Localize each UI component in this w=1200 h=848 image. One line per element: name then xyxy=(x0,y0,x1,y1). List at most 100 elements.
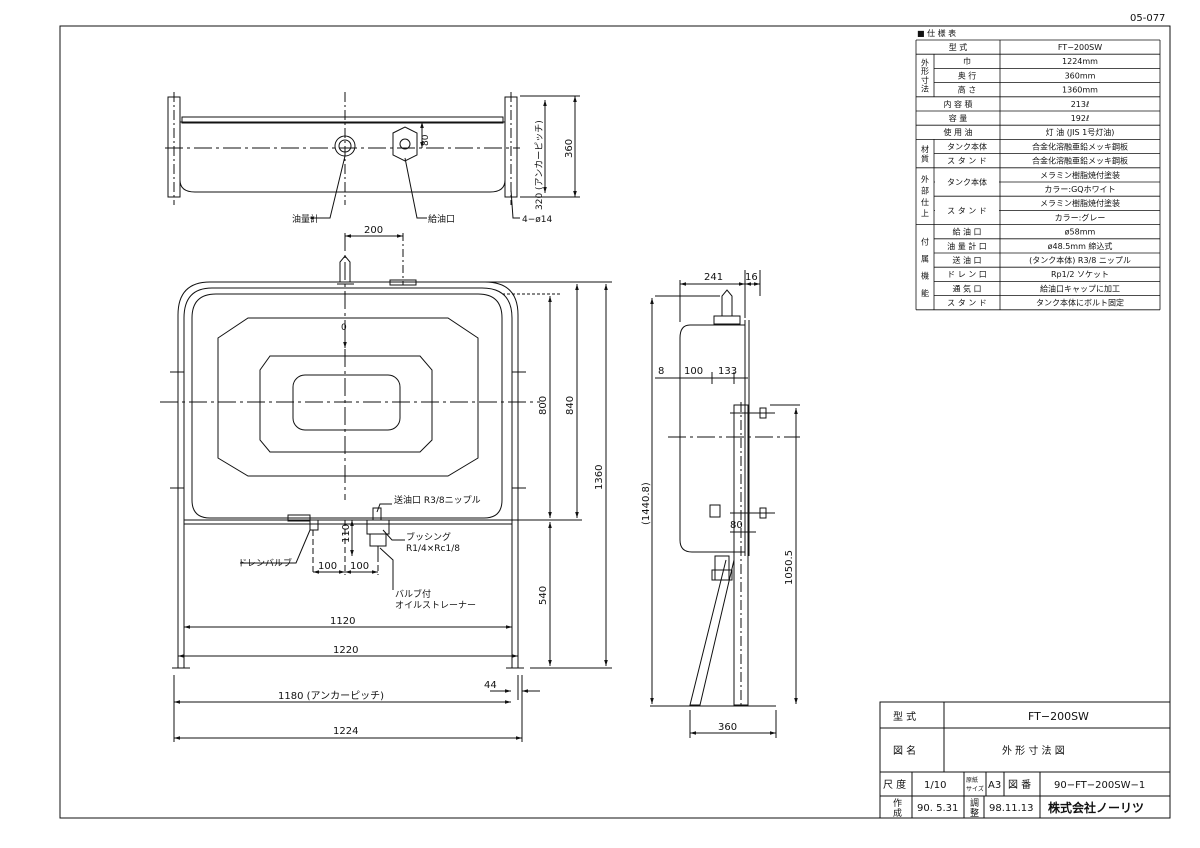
tb-number-label: 図 番 xyxy=(1008,779,1031,791)
spec-value: 213ℓ xyxy=(1071,100,1090,109)
spec-group-char: 寸 xyxy=(921,75,929,85)
side-dim-360: 360 xyxy=(718,722,737,733)
title-block xyxy=(880,702,1170,818)
spec-group-char: 部 xyxy=(921,186,929,196)
front-dim-1180: 1180 (アンカーピッチ) xyxy=(278,690,384,702)
spec-value: Rp1/2 ソケット xyxy=(1051,270,1109,279)
spec-value: タンク本体にボルト固定 xyxy=(1036,298,1124,308)
spec-value: メラミン樹脂焼付塗装 xyxy=(1040,170,1120,180)
spec-value: 1224mm xyxy=(1062,57,1098,66)
spec-item: 奥 行 xyxy=(958,70,977,80)
spec-group-char: 付 xyxy=(921,237,929,247)
spec-item: タンク本体 xyxy=(947,177,987,187)
front-dim-800: 800 xyxy=(538,396,549,415)
side-dim-1440: (1440.8) xyxy=(641,482,652,525)
spec-value: ø58mm xyxy=(1065,228,1096,237)
spec-title: ■ 仕 様 表 xyxy=(917,28,956,38)
tb-model-label: 型 式 xyxy=(893,710,916,723)
spec-value: (タンク本体) R3/8 ニップル xyxy=(1029,255,1131,265)
label-oil-gauge: 油量計 xyxy=(292,213,319,225)
spec-item: ド レ ン 口 xyxy=(947,270,987,279)
spec-item: 送 油 口 xyxy=(952,255,981,265)
spec-item: ス タ ン ド xyxy=(947,206,987,215)
spec-group-char: 質 xyxy=(921,153,929,163)
front-dim-110: 110 xyxy=(341,524,352,543)
spec-group-char: 外 xyxy=(921,58,929,68)
label-anchor-holes: 4−ø14 xyxy=(522,215,552,225)
spec-item: 給 油 口 xyxy=(952,227,981,237)
tb-scale-value: 1/10 xyxy=(924,780,946,791)
spec-group-char: 上 xyxy=(921,209,929,218)
spec-item: 高 さ xyxy=(958,85,977,95)
spec-value: カラー:グレー xyxy=(1055,212,1106,222)
spec-value: 給油口キャップに加工 xyxy=(1040,283,1120,293)
tb-model-value: FT−200SW xyxy=(1028,710,1089,723)
spec-value: メラミン樹脂焼付塗装 xyxy=(1040,198,1120,208)
label-strainer-2: オイルストレーナー xyxy=(395,600,476,611)
spec-item: 通 気 口 xyxy=(952,283,981,293)
top-view xyxy=(165,92,580,218)
spec-group-char: 属 xyxy=(921,255,929,264)
tb-size-label-2: サイズ xyxy=(966,785,984,793)
tb-adj-value: 98.11.13 xyxy=(989,803,1034,814)
label-oil-outlet: 送油口 R3/8ニップル xyxy=(394,494,481,506)
spec-table xyxy=(916,40,1160,310)
spec-value: 合金化溶融亜鉛メッキ鋼板 xyxy=(1032,141,1128,151)
tb-size-value: A3 xyxy=(988,780,1001,791)
front-dim-540: 540 xyxy=(538,586,549,605)
tb-made-label-2: 成 xyxy=(893,807,902,819)
spec-value: 合金化溶融亜鉛メッキ鋼板 xyxy=(1032,156,1128,166)
spec-value: カラー:GQホワイト xyxy=(1044,185,1115,194)
tb-adj-label-1: 調 xyxy=(970,797,979,809)
tb-made-value: 90. 5.31 xyxy=(917,803,958,814)
spec-value: 灯 油 (JIS 1号灯油) xyxy=(1046,127,1115,137)
spec-group-char: 機 xyxy=(921,271,929,281)
tb-company: 株式会社ノーリツ xyxy=(1048,800,1144,815)
spec-value: 360mm xyxy=(1065,71,1096,80)
side-dim-100: 100 xyxy=(684,366,703,377)
spec-group-char: 仕 xyxy=(921,197,929,207)
spec-item: 油 量 計 口 xyxy=(947,241,987,251)
sheet-number: 05-077 xyxy=(1130,13,1165,24)
spec-item: 巾 xyxy=(963,56,971,66)
spec-group-char: 能 xyxy=(921,288,929,298)
spec-value: FT−200SW xyxy=(1058,43,1102,52)
tb-made-label-1: 作 xyxy=(893,797,902,809)
tb-adj-label-2: 整 xyxy=(970,807,979,819)
front-view xyxy=(160,233,612,742)
spec-group-char: 法 xyxy=(921,83,929,93)
front-dim-1120: 1120 xyxy=(330,616,355,627)
front-dim-zero: 0 xyxy=(341,323,347,333)
label-fuel-inlet: 給油口 xyxy=(428,213,455,225)
side-dim-1050: 1050.5 xyxy=(784,550,795,585)
label-strainer-1: バルブ付 xyxy=(395,588,431,600)
spec-group-char: 外 xyxy=(921,174,929,184)
spec-value: ø48.5mm 締込式 xyxy=(1048,241,1113,251)
spec-value: 192ℓ xyxy=(1071,114,1090,123)
label-bushing-1: ブッシング xyxy=(406,531,451,543)
front-dim-44: 44 xyxy=(484,680,497,691)
front-dim-1224: 1224 xyxy=(333,726,358,737)
spec-value: 1360mm xyxy=(1062,86,1098,95)
top-dim-anchor: 320 (アンカーピッチ) xyxy=(534,120,545,210)
tb-drawing-label: 図 名 xyxy=(893,744,916,757)
sheet-border xyxy=(60,26,1170,818)
front-dim-1360: 1360 xyxy=(594,465,605,490)
spec-item: 内 容 積 xyxy=(943,99,972,109)
side-dim-8: 8 xyxy=(658,366,664,377)
tb-size-label-1: 原紙 xyxy=(966,776,978,784)
side-dim-133: 133 xyxy=(718,366,737,377)
side-dim-80: 80 xyxy=(730,520,743,531)
front-dim-200: 200 xyxy=(364,225,383,236)
side-dim-241: 241 xyxy=(704,272,723,283)
tb-drawing-value: 外 形 寸 法 図 xyxy=(1002,744,1065,757)
side-view xyxy=(650,270,800,738)
label-drain-valve: ドレンバルブ xyxy=(238,557,292,569)
front-dim-100-right: 100 xyxy=(350,561,369,572)
front-dim-840: 840 xyxy=(565,396,576,415)
spec-item: タンク本体 xyxy=(947,141,987,151)
spec-group-char: 材 xyxy=(921,144,929,154)
tb-number-value: 90−FT−200SW−1 xyxy=(1054,780,1145,791)
spec-group-char: 形 xyxy=(921,67,929,76)
